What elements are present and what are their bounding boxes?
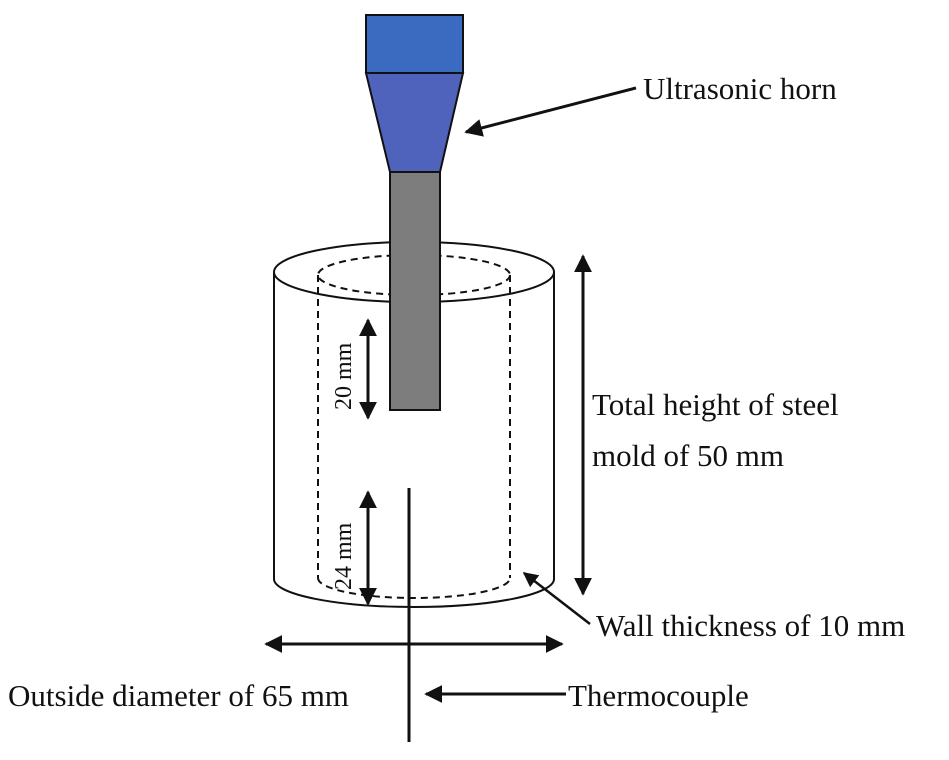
ultrasonic-horn-label: Ultrasonic horn	[643, 71, 837, 106]
probe-depth-label: 20 mm	[331, 342, 357, 410]
total-height-label-line1: Total height of steel	[592, 387, 839, 422]
total-height-label-line2: mold of 50 mm	[592, 438, 784, 473]
horn-leader-arrow	[464, 86, 637, 137]
thermocouple-height-label: 24 mm	[331, 522, 357, 590]
ultrasonic-horn-assembly	[364, 14, 465, 411]
wall-thickness-label: Wall thickness of 10 mm	[596, 608, 905, 643]
outside-diameter-label: Outside diameter of 65 mm	[8, 678, 349, 713]
thermocouple-label: Thermocouple	[568, 678, 749, 713]
mold-inner-bottom	[317, 577, 511, 599]
horn-probe-rod	[389, 171, 441, 411]
wall-thickness-leader-arrow	[522, 572, 591, 625]
mold-outer-body	[273, 272, 555, 608]
horn-head-block	[365, 14, 464, 74]
horn-cone	[364, 72, 465, 173]
